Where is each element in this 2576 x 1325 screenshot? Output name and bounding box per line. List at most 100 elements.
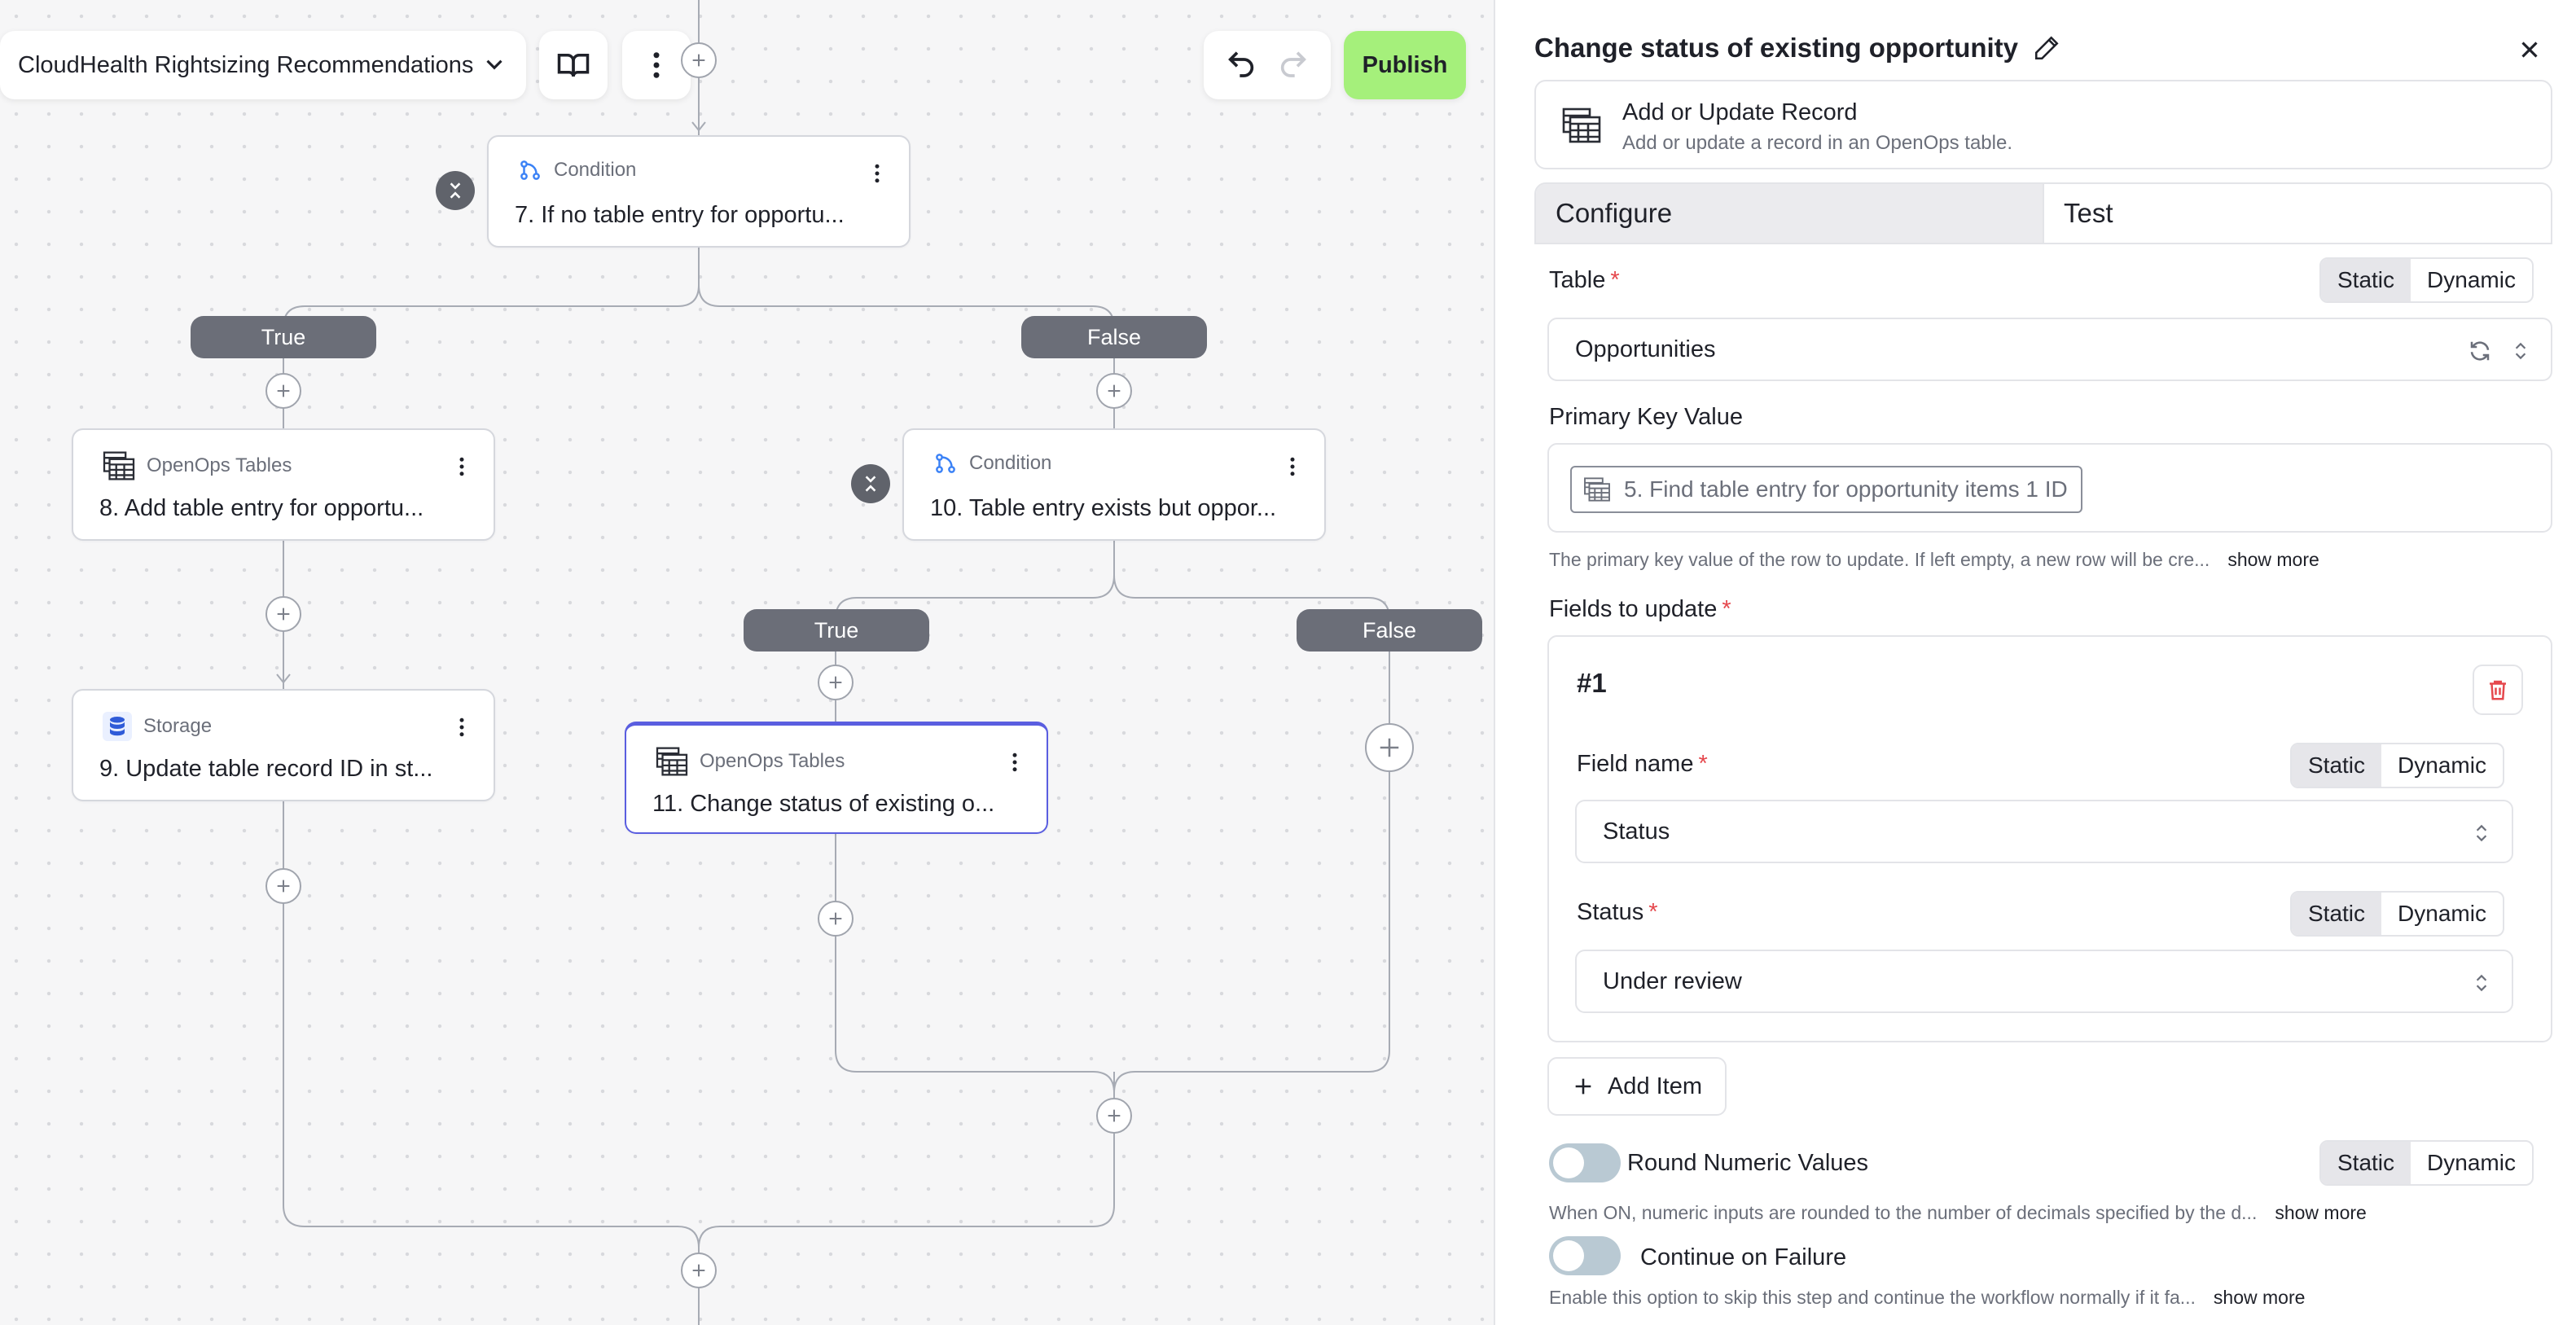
add-step-button[interactable] (265, 373, 301, 409)
add-step-button[interactable] (681, 1253, 717, 1288)
add-item-button[interactable]: Add Item (1547, 1057, 1727, 1116)
flow-step-9[interactable]: Storage 9. Update table record ID in st.… (72, 689, 495, 801)
mode-static[interactable]: Static (2321, 1142, 2411, 1184)
chip-label: 5. Find table entry for opportunity item… (1624, 476, 2068, 502)
add-step-button[interactable] (818, 901, 854, 937)
table-icon (1584, 477, 1610, 502)
plus-icon (692, 1264, 705, 1277)
field-name-value: Status (1603, 818, 1670, 845)
show-more-link[interactable]: show more (2275, 1202, 2367, 1223)
mode-static[interactable]: Static (2292, 744, 2382, 787)
more-options-button[interactable] (622, 31, 691, 99)
undo-button[interactable] (1225, 47, 1257, 84)
step-reference-chip[interactable]: 5. Find table entry for opportunity item… (1570, 466, 2082, 513)
branch-false-label: False (1297, 609, 1482, 652)
mode-static[interactable]: Static (2292, 893, 2382, 935)
mode-dynamic[interactable]: Dynamic (2427, 267, 2516, 292)
add-step-button[interactable] (265, 596, 301, 632)
flow-edges (276, 0, 1390, 1325)
docs-button[interactable] (539, 31, 608, 99)
add-step-button[interactable] (1365, 723, 1414, 772)
plus-icon (277, 384, 290, 397)
round-numeric-toggle[interactable] (1549, 1143, 1621, 1182)
branch-icon (520, 160, 540, 180)
field-name-label: Field name* (1577, 751, 1708, 777)
add-step-button[interactable] (1096, 1098, 1132, 1134)
table-mode-toggle: Static Dynamic (2319, 257, 2534, 303)
add-step-button[interactable] (818, 665, 854, 700)
field-name-select[interactable]: Status (1575, 800, 2513, 863)
primary-key-input[interactable]: 5. Find table entry for opportunity item… (1547, 443, 2552, 533)
more-vertical-icon[interactable] (865, 160, 889, 187)
mode-dynamic[interactable]: Dynamic (2398, 752, 2486, 778)
branch-false-label: False (1021, 316, 1207, 358)
step-title: 9. Update table record ID in st... (99, 756, 433, 782)
flow-canvas[interactable]: CloudHealth Rightsizing Recommendations … (0, 0, 1494, 1325)
history-controls (1204, 31, 1331, 99)
plus-icon (277, 608, 290, 621)
redo-button[interactable] (1277, 47, 1310, 84)
flow-step-11[interactable]: OpenOps Tables 11. Change status of exis… (625, 722, 1048, 834)
trash-icon (2490, 680, 2506, 700)
mode-static[interactable]: Static (2321, 259, 2411, 301)
selected-action-card[interactable]: Add or Update Record Add or update a rec… (1534, 80, 2552, 169)
plus-icon (1108, 384, 1121, 397)
publish-button[interactable]: Publish (1344, 31, 1466, 99)
collapse-branch-button[interactable] (436, 171, 475, 210)
table-value: Opportunities (1575, 336, 1716, 362)
field-name-mode-toggle: Static Dynamic (2290, 743, 2504, 788)
continue-on-failure-toggle[interactable] (1549, 1236, 1621, 1275)
more-vertical-icon[interactable] (1280, 453, 1305, 480)
step-title: 10. Table entry exists but oppor... (930, 495, 1277, 521)
plus-icon (692, 54, 705, 67)
close-icon[interactable] (2516, 36, 2543, 64)
more-vertical-icon[interactable] (450, 453, 474, 480)
flow-step-8[interactable]: OpenOps Tables 8. Add table entry for op… (72, 428, 495, 541)
plus-icon (829, 676, 842, 689)
chevron-updown-icon (2515, 342, 2526, 360)
step-title: 8. Add table entry for opportu... (99, 495, 424, 521)
more-vertical-icon[interactable] (1003, 748, 1027, 776)
book-icon (557, 54, 590, 77)
delete-item-button[interactable] (2473, 665, 2523, 715)
continue-on-failure-help: Enable this option to skip this step and… (1549, 1287, 2306, 1308)
show-more-link[interactable]: show more (2227, 549, 2319, 570)
show-more-link[interactable]: show more (2213, 1287, 2306, 1308)
status-value: Under review (1603, 967, 1742, 994)
branch-icon (936, 454, 955, 473)
panel-tabs: Configure Test (1534, 182, 2552, 244)
panel-title-row: Change status of existing opportunity (1534, 33, 2060, 64)
edit-pencil-icon[interactable] (2033, 34, 2060, 62)
chevron-down-icon (486, 59, 502, 70)
table-select[interactable]: Opportunities (1547, 318, 2552, 381)
status-select[interactable]: Under review (1575, 950, 2513, 1013)
step-settings-panel: Change status of existing opportunity Ad… (1494, 0, 2576, 1325)
add-step-button[interactable] (681, 42, 717, 78)
table-icon (1562, 107, 1601, 143)
step-title: 11. Change status of existing o... (652, 791, 995, 817)
flow-name-selector[interactable]: CloudHealth Rightsizing Recommendations (0, 31, 526, 99)
collapse-icon (450, 182, 461, 199)
round-numeric-label: Round Numeric Values (1627, 1150, 1869, 1176)
collapse-branch-button[interactable] (851, 464, 890, 503)
table-label: Table* (1549, 267, 1620, 293)
tab-test[interactable]: Test (2043, 184, 2551, 243)
mode-dynamic[interactable]: Dynamic (2398, 901, 2486, 926)
flow-step-10[interactable]: Condition 10. Table entry exists but opp… (902, 428, 1326, 541)
flow-step-7[interactable]: Condition 7. If no table entry for oppor… (487, 135, 911, 248)
tab-configure[interactable]: Configure (1536, 184, 2043, 243)
action-description: Add or update a record in an OpenOps tab… (1622, 132, 2012, 154)
item-number: #1 (1577, 668, 1607, 698)
add-item-label: Add Item (1607, 1073, 1703, 1099)
add-step-button[interactable] (265, 868, 301, 904)
mode-dynamic[interactable]: Dynamic (2427, 1150, 2516, 1175)
table-icon (656, 747, 688, 776)
flow-name: CloudHealth Rightsizing Recommendations (18, 51, 474, 78)
step-type: OpenOps Tables (700, 750, 845, 772)
status-label: Status* (1577, 899, 1658, 925)
refresh-icon[interactable] (2468, 339, 2492, 363)
add-step-button[interactable] (1096, 373, 1132, 409)
chevron-updown-icon (2476, 824, 2487, 842)
undo-icon (1228, 50, 1254, 77)
more-vertical-icon[interactable] (450, 713, 474, 741)
